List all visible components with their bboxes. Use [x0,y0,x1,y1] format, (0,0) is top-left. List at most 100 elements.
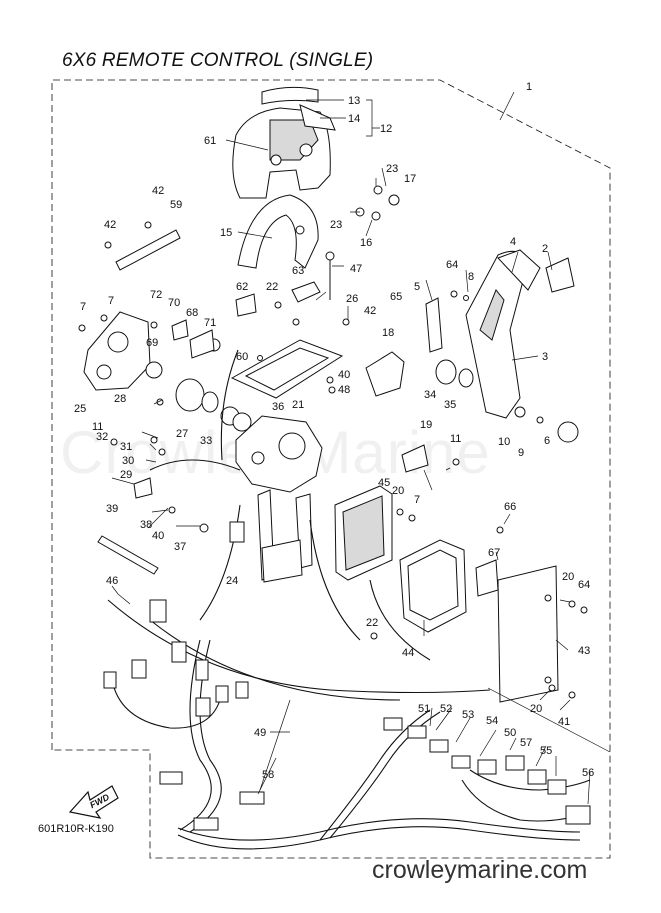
control-unit-45 [334,485,393,581]
callout: 16 [360,237,372,249]
callout: 62 [236,281,248,293]
callout: 32 [96,431,108,443]
harness-connectors [103,521,591,831]
connector-53 [429,739,449,753]
nut-40 [326,376,334,384]
washer-36 [232,412,252,432]
control-lever [465,249,579,443]
screw-7c [408,514,416,522]
plate-5 [425,297,443,353]
callout: 46 [106,575,118,587]
cap-16 [371,211,381,221]
screw-11b [110,438,118,446]
callout: 20 [392,485,404,497]
bracket-plate [497,565,559,703]
callout: 33 [200,435,212,447]
screw-26 [292,318,300,326]
washer-10 [514,406,526,418]
bushing [201,391,219,413]
spring-washer [145,361,163,379]
screw-60 [257,355,263,361]
callout: 59 [170,199,182,211]
handle-cover [261,86,319,105]
connector-50 [505,755,525,771]
callout: 42 [104,219,116,231]
spring-29 [158,448,166,456]
callout: 18 [382,327,394,339]
callout: 65 [390,291,402,303]
clamp-18 [365,351,405,397]
screw-23 [373,185,383,195]
callout: 71 [204,317,216,329]
connector-54 [477,759,497,775]
callout: 27 [176,428,188,440]
connector-55 [547,779,567,795]
plate-63 [291,281,321,303]
connector-57 [527,769,547,785]
callout: 23 [386,163,398,175]
callout: 72 [150,289,162,301]
screw-64a [450,290,458,298]
callout: 10 [498,436,510,448]
screw-22a [370,632,378,640]
connector [195,659,209,681]
screw-hole [295,225,305,235]
callout: 64 [578,579,590,591]
callout: 20 [562,571,574,583]
callout: 42 [152,185,164,197]
switch-housing [235,415,323,493]
callout: 47 [350,263,362,275]
lever-slot [479,289,505,341]
screw-42c [342,318,350,326]
callout: 68 [186,307,198,319]
callout: 7 [108,295,114,307]
callout: 63 [292,265,304,277]
callout: 49 [254,727,266,739]
fasteners [78,185,588,699]
screw-37 [199,523,209,533]
callout: 58 [262,769,274,781]
trim-switch-2 [545,257,575,293]
callout: 22 [366,617,378,629]
callout: 44 [402,647,414,659]
callout: 37 [174,541,186,553]
callout: 20 [530,703,542,715]
switch-block-44 [399,539,467,633]
bracket-59 [115,229,181,271]
callout: 41 [558,716,570,728]
control-unit-face [342,495,385,571]
callout: 9 [518,447,524,459]
connector [171,641,187,663]
leader-lines [111,91,611,805]
callout: 6 [544,435,550,447]
callout: 28 [114,393,126,405]
bolt-9 [536,416,544,424]
website-link[interactable]: crowleymarine.com [372,856,588,884]
callout: 7 [80,301,86,313]
callout: 45 [378,477,390,489]
washer-48 [328,386,336,394]
callout: 40 [152,530,164,542]
callout: 36 [272,401,284,413]
knob-17 [388,194,400,206]
callout: 22 [266,281,278,293]
callout: 24 [226,575,238,587]
callout: 26 [346,293,358,305]
callout: 70 [168,297,180,309]
washer-20b [568,600,576,608]
callout: 42 [364,305,376,317]
callout: 3 [542,351,548,363]
washer-20a [396,508,404,516]
callout: 67 [488,547,500,559]
mechanism-gear [107,331,129,353]
callout: 14 [348,113,360,125]
connector-53b [451,755,471,769]
mount-bracket [261,539,303,583]
clip-39 [133,477,153,499]
connector-51 [383,717,403,731]
connector [195,697,211,717]
callout: 40 [338,369,350,381]
